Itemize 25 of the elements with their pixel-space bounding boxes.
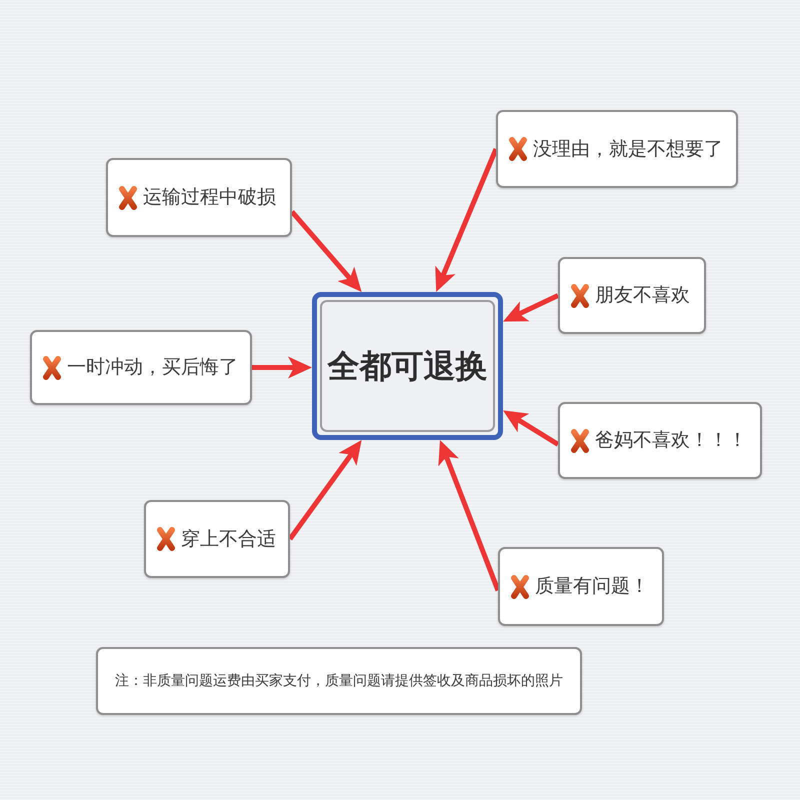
reason-text: 穿上不合适 — [181, 528, 276, 550]
reason-box — [496, 110, 738, 188]
reason-box — [498, 547, 664, 626]
reason-text: 朋友不喜欢 — [595, 284, 690, 307]
arrow — [290, 210, 364, 294]
note-box — [96, 647, 582, 715]
arrow — [502, 408, 560, 446]
reason-text: 一时冲动，买后悔了 — [67, 356, 238, 379]
reason-text: 运输过程中破损 — [143, 186, 276, 209]
center-text: 全都可退换 — [328, 346, 488, 386]
reason-box — [106, 158, 292, 237]
reason-box — [30, 330, 252, 405]
arrow — [288, 438, 364, 540]
reason-box — [144, 500, 290, 578]
arrow — [434, 148, 498, 293]
arrow — [502, 293, 560, 324]
center-box — [312, 292, 503, 440]
reason-text: 没理由，就是不想要了 — [533, 138, 723, 160]
reason-box — [558, 402, 762, 479]
reason-box — [558, 257, 706, 334]
reason-text: 质量有问题！ — [535, 575, 649, 598]
reason-text: 爸妈不喜欢！！！ — [595, 429, 747, 452]
note-text: 注：非质量问题运费由买家支付，质量问题请提供签收及商品损坏的照片 — [115, 672, 563, 690]
arrow — [438, 439, 500, 592]
arrow — [252, 356, 312, 378]
